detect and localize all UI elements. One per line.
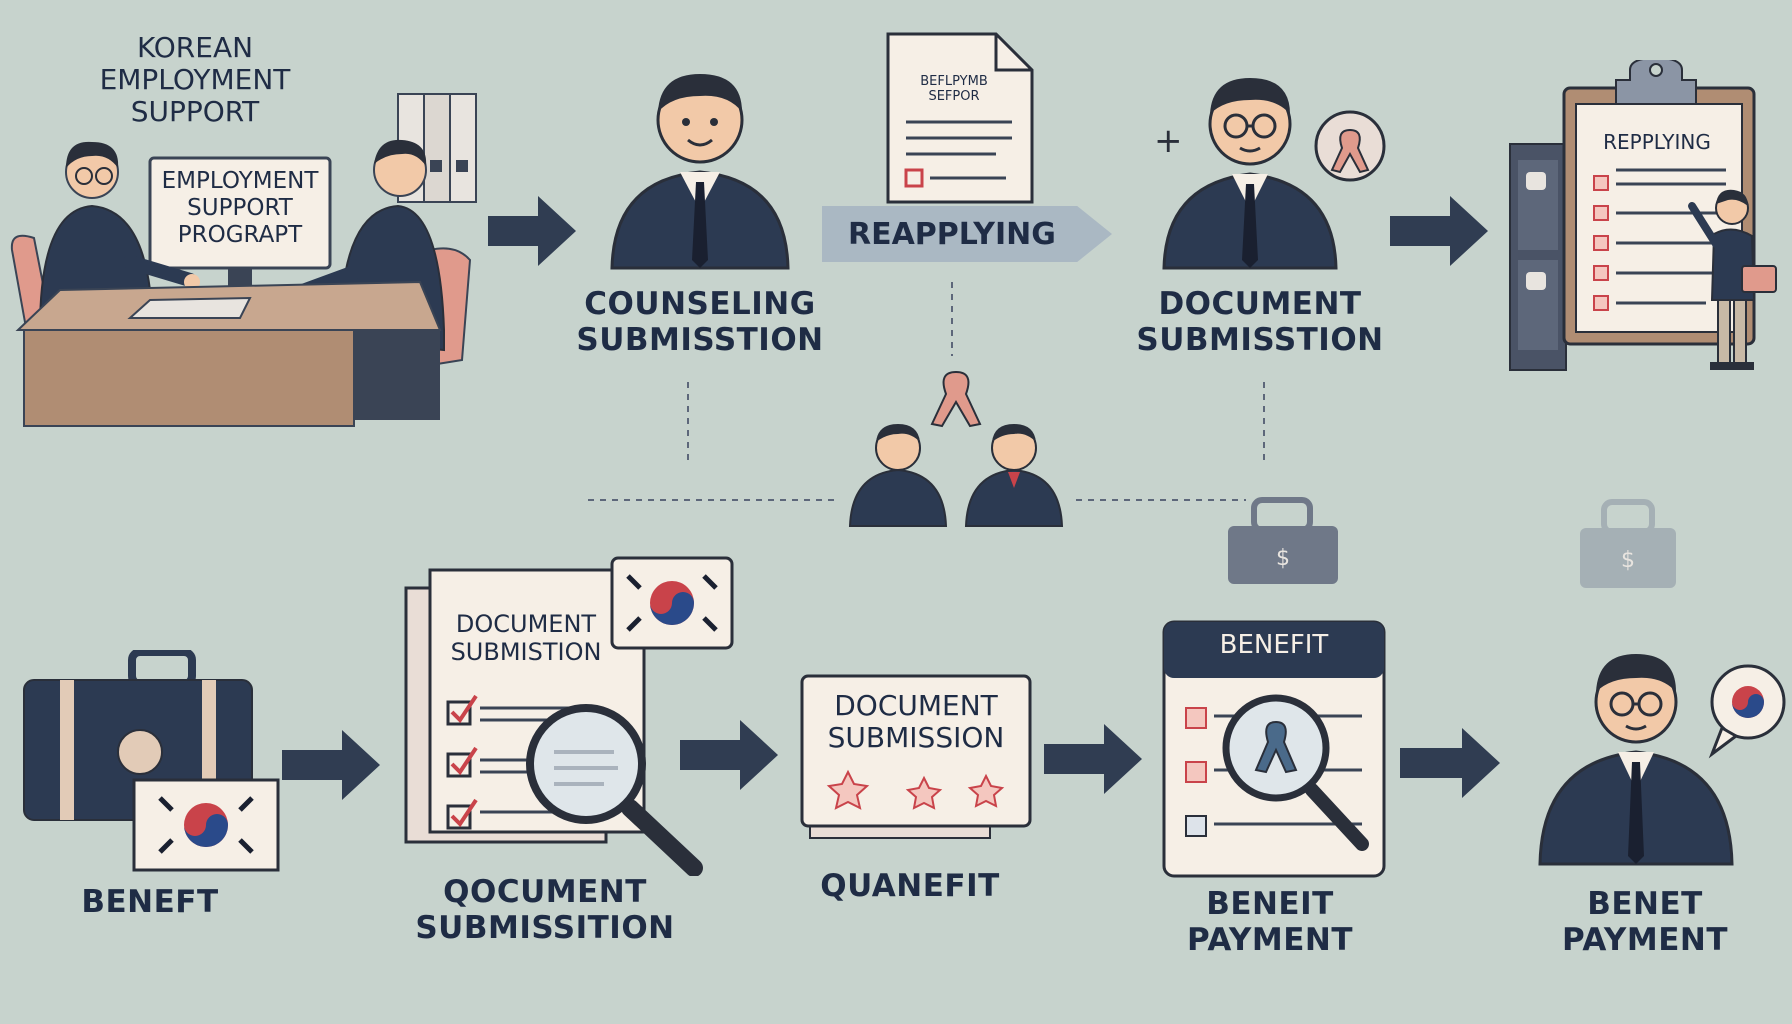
final-payment-caption: BENET PAYMENT <box>1562 886 1728 958</box>
form-header-text: BEFLPYMB SEFPOR <box>920 74 988 104</box>
counseling-caption: COUNSELING SUBMISSTION <box>576 286 824 358</box>
money-bag-faded-icon <box>1580 499 1676 588</box>
document-card-text: DOCUMENT SUBMISSION <box>827 689 1005 754</box>
briefcase-flag-icon <box>23 650 280 872</box>
form-document-icon <box>886 32 1034 204</box>
arrow-right-icon <box>1044 724 1142 794</box>
svg-text:+: + <box>1154 121 1183 161</box>
benefit-caption: BENEFT <box>81 884 219 920</box>
diagram-title: KOREAN EMPLOYMENT SUPPORT <box>99 31 291 128</box>
monitor-screen-text: EMPLOYMENT SUPPORT PROGRAPT <box>161 168 319 248</box>
benefit-payment-caption: BENEIT PAYMENT <box>1187 886 1353 958</box>
checklist-magnifier-icon <box>404 556 734 876</box>
money-bag-symbol: $ <box>1276 546 1290 571</box>
document-officer-icon: + <box>1154 78 1386 270</box>
checklist-caption: QOCUMENT SUBMISSITION <box>415 874 675 946</box>
arrow-right-icon <box>282 730 380 800</box>
benefit-card-header: BENEFIT <box>1219 630 1329 660</box>
document-submission-caption: DOCUMENT SUBMISSTION <box>1136 286 1384 358</box>
arrow-right-icon <box>1400 728 1500 798</box>
arrow-right-icon <box>488 196 576 266</box>
arrow-right-icon <box>680 720 778 790</box>
money-bag-faded-symbol: $ <box>1621 548 1635 573</box>
office-scene-illustration <box>10 93 477 427</box>
two-people-ribbon-icon <box>848 370 1064 527</box>
benefit-card-icon <box>1162 620 1386 878</box>
checklist-card-text: DOCUMENT SUBMISTION <box>450 610 602 666</box>
document-card-caption: QUANEFIT <box>820 868 1000 904</box>
arrow-right-icon <box>1390 196 1488 266</box>
clipboard-label: REPPLYING <box>1603 130 1711 154</box>
counselor-person-icon <box>610 74 790 270</box>
document-card-icon <box>800 674 1032 839</box>
payment-officer-icon <box>1538 654 1786 866</box>
reapplying-banner: REAPPLYING <box>822 206 1112 262</box>
money-bag-icon <box>1228 497 1338 584</box>
clipboard-board-illustration <box>1509 60 1777 371</box>
